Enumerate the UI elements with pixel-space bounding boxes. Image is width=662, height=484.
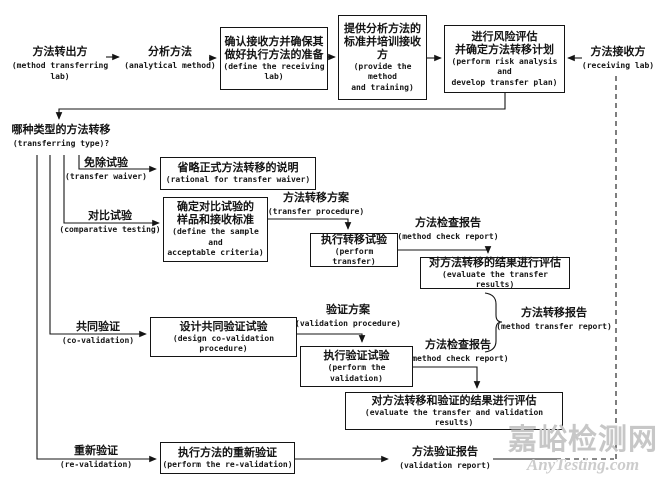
box-text-en: (rational for transfer waiver)	[165, 175, 311, 185]
label-text-en: (analytical method)	[124, 61, 216, 70]
label-text-zh: 哪种类型的方法转移	[11, 123, 111, 136]
label-receiving-lab: 方法接收方 (receiving lab)	[574, 45, 662, 72]
connector-sample-to-perform-transfer	[268, 218, 352, 230]
label-text-en: (method check report)	[397, 232, 499, 241]
box-text-en: (evaluate the transfer results)	[442, 269, 548, 290]
label-text-en: (re-validation)	[59, 460, 133, 469]
label-re-validation: 重新验证 (re-validation)	[58, 444, 134, 471]
box-provide-method-training: 提供分析方法的 标准并培训接收方 (provide the method and…	[338, 15, 427, 100]
box-risk-analysis: 进行风险评估 并确定方法转移计划 (perform risk analysis …	[444, 25, 565, 93]
label-text-zh: 方法验证报告	[412, 445, 478, 458]
label-method-check-report-1: 方法检查报告 (method check report)	[396, 216, 500, 243]
label-text-zh: 方法检查报告	[415, 216, 481, 229]
box-evaluate-transfer-validation: 对方法转移和验证的结果进行评估 (evaluate the transfer a…	[345, 392, 563, 430]
box-text-zh: 进行风险评估 并确定方法转移计划	[455, 29, 554, 56]
label-text-zh: 方法接收方	[590, 45, 646, 58]
box-text-zh: 省略正式方法转移的说明	[177, 161, 299, 175]
box-evaluate-transfer-results: 对方法转移的结果进行评估 (evaluate the transfer resu…	[420, 255, 570, 290]
connector-validation-to-evaluate	[413, 366, 481, 389]
box-perform-re-validation: 执行方法的重新验证 (perform the re-validation)	[160, 442, 295, 474]
box-text-en: (perform the re-validation)	[162, 459, 293, 469]
label-comparative-testing: 对比试验 (comparative testing)	[56, 209, 164, 236]
label-method-transfer-report: 方法转移报告 (method transfer report)	[496, 306, 612, 333]
label-transferring-type: 哪种类型的方法转移 (transferring type)?	[2, 123, 120, 150]
label-text-en: (method transferring lab)	[11, 61, 109, 81]
label-transfer-procedure: 方法转移方案 (transfer procedure)	[264, 191, 368, 218]
label-text-zh: 验证方案	[326, 303, 370, 316]
label-text-zh: 方法检查报告	[425, 338, 491, 351]
box-text-en: (define the sample and acceptable criter…	[167, 227, 264, 258]
label-text-en: (method transfer report)	[496, 322, 612, 331]
label-text-zh: 方法转移方案	[283, 191, 349, 204]
label-text-en: (receiving lab)	[581, 61, 655, 70]
box-text-en: (design co-validation procedure)	[172, 333, 275, 354]
label-text-en: (transferring type)?	[12, 139, 110, 148]
label-transferring-lab: 方法转出方 (method transferring lab)	[0, 45, 120, 82]
connector-risk-to-type	[55, 93, 506, 120]
label-text-en: (validation report)	[399, 461, 491, 470]
box-text-en: (evaluate the transfer and validation re…	[364, 407, 544, 428]
brace-method-transfer-report	[484, 292, 503, 353]
label-text-zh: 免除试验	[84, 156, 128, 169]
label-analytical-method: 分析方法 (analytical method)	[122, 45, 218, 72]
label-text-en: (transfer procedure)	[267, 207, 365, 216]
label-validation-report: 方法验证报告 (validation report)	[398, 445, 492, 472]
label-co-validation: 共同验证 (co-validation)	[60, 320, 136, 347]
branch-waiver	[78, 155, 157, 173]
label-text-zh: 共同验证	[76, 320, 120, 333]
label-text-zh: 分析方法	[148, 45, 192, 58]
box-text-zh: 对方法转移和验证的结果进行评估	[371, 393, 537, 407]
box-text-en: (define the receiving lab)	[223, 61, 325, 82]
label-text-en: (method check report)	[407, 354, 509, 363]
box-text-zh: 提供分析方法的 标准并培训接收方	[344, 21, 421, 61]
box-text-zh: 设计共同验证试验	[179, 319, 268, 333]
connector-transfer-to-evaluate	[398, 246, 492, 254]
label-validation-procedure: 验证方案 (validation procedure)	[294, 303, 402, 330]
connector-design-to-perform-validation	[297, 333, 366, 343]
label-text-zh: 方法转移报告	[521, 306, 587, 319]
box-text-zh: 执行方法的重新验证	[178, 445, 277, 459]
box-text-zh: 执行验证试验	[323, 349, 390, 362]
label-text-en: (co-validation)	[61, 336, 135, 345]
label-text-zh: 方法转出方	[32, 45, 88, 58]
box-text-zh: 确认接收方并确保其 做好执行方法的准备	[224, 34, 324, 61]
branch-re-validation	[36, 155, 157, 463]
box-text-zh: 确定对比试验的 样品和接收标准	[177, 200, 254, 227]
box-design-co-validation: 设计共同验证试验 (design co-validation procedure…	[150, 317, 297, 357]
box-text-zh: 执行转移试验	[321, 232, 387, 246]
box-transfer-waiver-rationale: 省略正式方法转移的说明 (rational for transfer waive…	[160, 157, 316, 190]
label-method-check-report-2: 方法检查报告 (method check report)	[406, 338, 510, 365]
box-define-receiving-lab: 确认接收方并确保其 做好执行方法的准备 (define the receivin…	[220, 27, 328, 90]
box-perform-transfer: 执行转移试验 (perform transfer)	[310, 233, 398, 267]
label-text-en: (transfer waiver)	[65, 172, 147, 181]
box-text-en: (perform the validation)	[327, 363, 386, 383]
branch-comparative	[63, 155, 160, 227]
box-text-en: (perform transfer)	[332, 246, 376, 267]
box-text-en: (perform risk analysis and develop trans…	[451, 56, 558, 87]
label-transfer-waiver: 免除试验 (transfer waiver)	[64, 156, 148, 183]
box-define-sample-criteria: 确定对比试验的 样品和接收标准 (define the sample and a…	[163, 197, 268, 262]
box-perform-validation: 执行验证试验 (perform the validation)	[300, 346, 413, 387]
label-text-zh: 对比试验	[88, 209, 132, 222]
branch-co-validation	[49, 155, 147, 338]
box-text-zh: 对方法转移的结果进行评估	[429, 255, 561, 269]
label-text-en: (comparative testing)	[59, 225, 161, 234]
label-text-zh: 重新验证	[74, 444, 118, 457]
label-text-en: (validation procedure)	[295, 319, 401, 328]
box-text-en: (provide the method and training)	[351, 61, 414, 92]
